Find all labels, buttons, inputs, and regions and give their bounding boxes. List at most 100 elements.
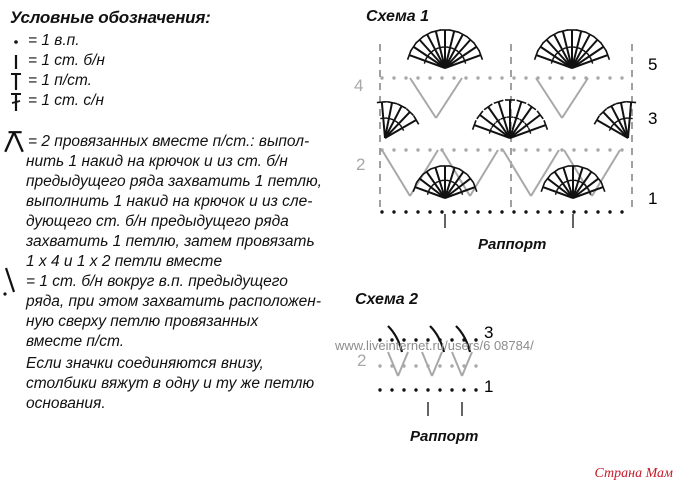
chain-dot	[536, 148, 540, 152]
cluster-line-2: предыдущего ряда захватить 1 петлю,	[26, 173, 322, 190]
chain-dot	[524, 210, 528, 214]
dc-bar	[608, 125, 613, 132]
chain-dot	[464, 210, 468, 214]
chain-dot	[464, 148, 468, 152]
chain-dot	[476, 76, 480, 80]
watermark: www.liveinternet.ru/users/6 08784/	[335, 338, 534, 353]
chain-dot	[608, 76, 612, 80]
dc-top	[458, 31, 468, 38]
legend-item-hdc-text: = 1 п/ст.	[28, 72, 92, 89]
dc-stitch	[444, 177, 471, 199]
scheme1-rapport-bracket	[444, 214, 574, 228]
dc-bar	[575, 179, 582, 183]
dc-stitch	[412, 45, 446, 69]
dc-bar	[425, 53, 430, 60]
chain-dot	[596, 148, 600, 152]
legend: Условные обозначения: = 1 в.п. = 1 ст. б…	[3, 8, 340, 414]
cluster-line-row: нить 1 накид на крючок и из ст. б/н пред…	[10, 152, 340, 272]
dc-top	[593, 35, 602, 44]
scheme2-rapport-label: Раппорт	[410, 428, 479, 445]
dc-bar	[451, 47, 458, 52]
dc-stitch	[444, 45, 478, 69]
dc-stitch	[509, 114, 541, 139]
dc-bar	[446, 46, 454, 50]
dc-top	[478, 50, 484, 60]
chain-dot	[608, 148, 612, 152]
legend-title: Условные обозначения:	[10, 8, 211, 27]
dc-bar	[436, 179, 443, 183]
dc-stitch	[444, 186, 476, 199]
dc-stitch	[434, 167, 446, 199]
dc-bar	[626, 117, 633, 120]
chain-dot	[548, 210, 552, 214]
dc-stitch	[542, 186, 574, 199]
chain-dot	[392, 210, 396, 214]
dc-top	[466, 35, 475, 44]
chain-dot	[416, 148, 420, 152]
scheme1-title: Схема 1	[366, 8, 430, 25]
chain-dot	[428, 148, 432, 152]
dc-stitch	[444, 33, 464, 69]
chain-dot	[440, 210, 444, 214]
dc-top	[594, 174, 603, 183]
chain-dot	[572, 210, 576, 214]
double-crochet-icon	[11, 93, 21, 111]
dc-stitch	[571, 33, 591, 69]
dc-top	[449, 165, 460, 170]
dc-bar	[400, 125, 405, 132]
dc-bar	[560, 181, 566, 186]
dc-stitch	[627, 102, 633, 139]
dc-stitch	[418, 39, 446, 69]
dc-top	[537, 42, 544, 52]
dc-top	[473, 42, 480, 52]
dc-bar	[495, 118, 501, 124]
dc-top	[412, 115, 420, 125]
dc-top	[415, 174, 424, 183]
dc-stitch	[572, 186, 604, 199]
chain-dot	[524, 76, 528, 80]
dc-stitch	[602, 111, 629, 139]
chain-dot	[512, 148, 516, 152]
chain-dot	[440, 76, 444, 80]
chain-dot	[608, 210, 612, 214]
dc-bar	[488, 127, 493, 134]
legend-item-sc: = 1 ст. б/н	[10, 51, 340, 71]
dc-stitch	[571, 39, 599, 69]
cluster-line-4: дующего ст. б/н предыдущего ряда	[26, 213, 289, 230]
legend-item-dc-text: = 1 ст. с/н	[28, 92, 104, 109]
dc-bar	[491, 122, 496, 129]
dc-top	[549, 31, 559, 38]
dc-bar	[564, 179, 571, 183]
chain-dot	[536, 210, 540, 214]
dc-stitch	[384, 111, 411, 139]
legend-item-sc-text: = 1 ст. б/н	[28, 52, 105, 69]
cluster-line-5: захватить 1 петлю, затем провязать	[26, 233, 315, 250]
dc-top	[606, 103, 617, 110]
chain-dot	[380, 210, 384, 214]
dc-stitch	[509, 124, 547, 139]
dc-bar	[519, 118, 525, 124]
around-chain-line-1: ряда, при этом захватить расположен-	[26, 293, 321, 310]
chain-dot	[596, 76, 600, 80]
dc-top	[593, 115, 601, 125]
chain-dot	[560, 210, 564, 214]
dc-top	[527, 103, 537, 111]
dc-stitch	[535, 54, 573, 69]
scheme1-row-1: 1	[648, 189, 657, 208]
dc-top	[577, 165, 588, 170]
cluster-line-3: выполнить 1 накид на крючок и из сле-	[26, 193, 313, 210]
chain-dot	[416, 210, 420, 214]
chain-dot	[452, 76, 456, 80]
chain-dot-icon	[14, 40, 18, 44]
dc-bar	[615, 118, 622, 123]
dc-bar	[432, 47, 439, 52]
dc-stitch	[545, 39, 573, 69]
dc-stitch	[380, 102, 386, 139]
scheme1-rapport-label: Раппорт	[478, 236, 547, 253]
dc-bar	[423, 57, 428, 64]
dc-top	[540, 182, 546, 193]
dc-stitch	[384, 105, 403, 139]
dc-bar	[556, 184, 562, 191]
dc-top	[626, 100, 637, 104]
